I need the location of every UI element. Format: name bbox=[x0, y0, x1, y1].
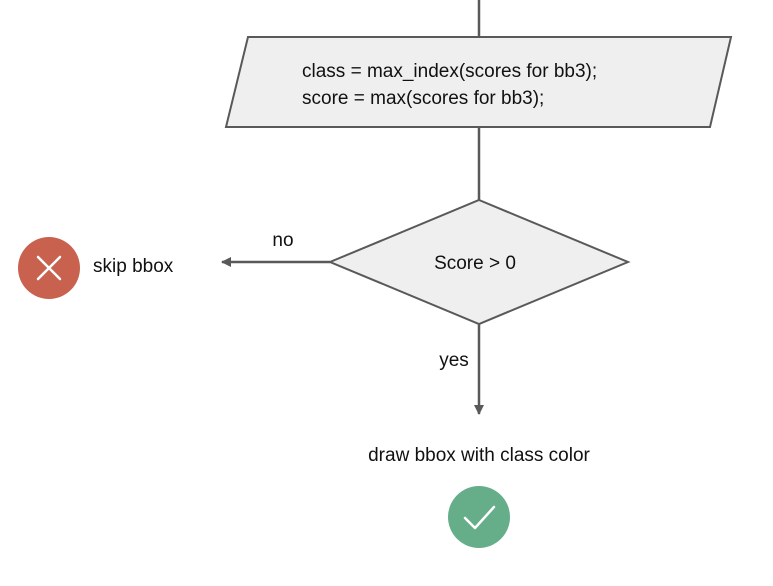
no-branch-label: no bbox=[272, 230, 293, 251]
yes-branch-label: yes bbox=[439, 350, 469, 371]
process-line-1: class = max_index(scores for bb3); bbox=[302, 61, 597, 82]
check-icon bbox=[448, 486, 510, 548]
process-box bbox=[224, 36, 733, 128]
process-line-2: score = max(scores for bb3); bbox=[302, 88, 544, 109]
decision-label: Score > 0 bbox=[434, 253, 516, 274]
draw-bbox-label: draw bbox with class color bbox=[368, 445, 590, 466]
close-icon bbox=[18, 237, 80, 299]
skip-bbox-label: skip bbox bbox=[93, 256, 174, 277]
